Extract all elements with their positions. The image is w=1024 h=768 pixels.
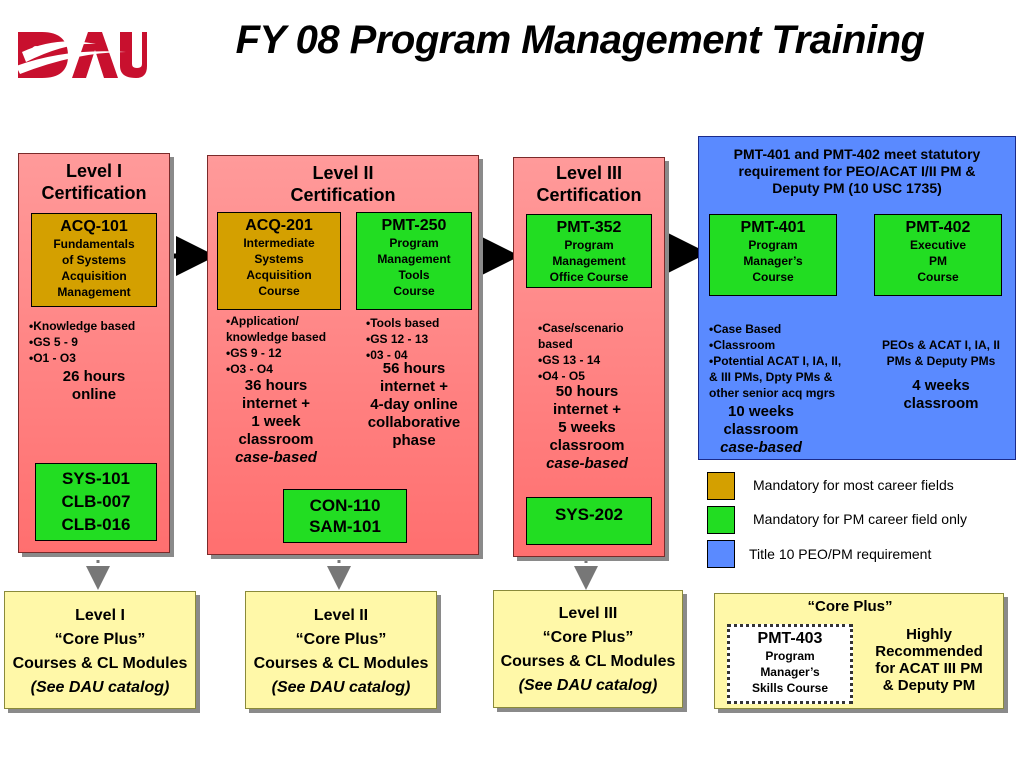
coreplus-level2: Level II“Core Plus”Courses & CL Modules(… <box>245 591 437 709</box>
coreplus-statutory-header: “Core Plus” <box>807 598 893 615</box>
level3-case: case-based <box>546 455 628 472</box>
statutory-case-a: case-based <box>720 439 802 456</box>
dau-logo <box>16 22 148 80</box>
level2-bullets-a: •Application/knowledge based•GS 9 - 12•O… <box>226 314 327 376</box>
legend-label-blue: Title 10 PEO/PM requirement <box>749 546 932 562</box>
coreplus-level3: Level III“Core Plus”Courses & CL Modules… <box>493 590 683 708</box>
dau-logo-graphic <box>16 22 148 80</box>
page-title: FY 08 Program Management Training <box>235 18 925 62</box>
statutory-bullets-a: •Case Based•Classroom•Potential ACAT I, … <box>709 322 842 400</box>
level1-bullets: •Knowledge based•GS 5 - 9•O1 - O3 <box>29 319 136 365</box>
level2-bullets-b: •Tools based•GS 12 - 13•03 - 04 <box>366 316 440 362</box>
level2-case-a: case-based <box>235 449 317 466</box>
legend-label-green: Mandatory for PM career field only <box>753 511 967 527</box>
legend-swatch-blue <box>707 540 735 568</box>
legend-swatch-green <box>707 506 735 534</box>
coreplus-level1: Level I“Core Plus”Courses & CL Modules(S… <box>4 591 196 709</box>
legend-label-gold: Mandatory for most career fields <box>753 477 954 493</box>
level3-extra-courses: SYS-202 <box>526 497 652 545</box>
legend-swatch-gold <box>707 472 735 500</box>
